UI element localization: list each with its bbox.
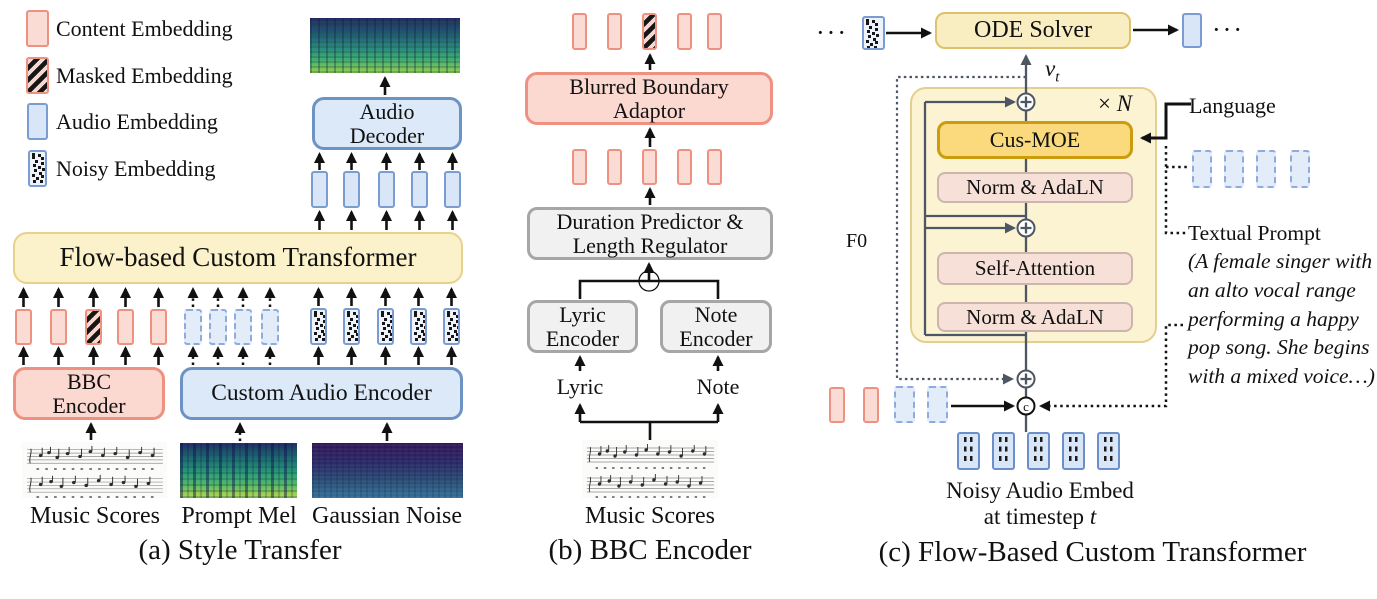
panel-c-caption: (c) Flow-Based Custom Transformer	[878, 536, 1307, 568]
content-embedding	[829, 387, 845, 423]
audio-decoder-box: Audio Decoder	[312, 97, 462, 150]
legend-label-audio: Audio Embedding	[56, 109, 218, 134]
sum-node	[1016, 369, 1036, 389]
blurred-boundary-adaptor-box: Blurred Boundary Adaptor	[525, 72, 773, 125]
prompt-embedding	[209, 309, 227, 345]
content-embedding	[50, 309, 67, 345]
content-embedding	[117, 309, 134, 345]
prompt-embedding	[184, 309, 202, 345]
legend-masked-embedding-swatch	[26, 57, 49, 94]
prompt-embedding	[234, 309, 252, 345]
noisy-embedding	[343, 308, 360, 345]
prompt-embedding	[1192, 150, 1212, 188]
audio-embedding	[1182, 13, 1202, 48]
norm-adaln-bottom-box: Norm & AdaLN	[937, 302, 1133, 332]
textual-prompt-body: (A female singer with an alto vocal rang…	[1188, 249, 1375, 389]
legend-label-masked: Masked Embedding	[56, 63, 233, 88]
lyric-label: Lyric	[556, 374, 604, 399]
gaussian-noise-image	[312, 443, 463, 498]
loop-count-label: × N	[1098, 91, 1133, 116]
legend-label-content: Content Embedding	[56, 16, 233, 41]
content-embedding	[572, 149, 587, 185]
noisy-embedding	[410, 308, 427, 345]
noisy-embedding	[862, 16, 885, 50]
noisy-audio-embedding	[1062, 432, 1085, 470]
self-attention-box: Self-Attention	[937, 252, 1133, 285]
content-embedding	[150, 309, 167, 345]
content-embedding	[642, 149, 657, 185]
content-embedding	[607, 149, 622, 185]
f0-label: F0	[846, 230, 868, 252]
prompt-mel-image	[180, 443, 297, 498]
cus-moe-box: Cus-MOE	[937, 121, 1133, 159]
music-score-image	[22, 442, 167, 498]
bbc-encoder-box: BBC Encoder	[13, 367, 165, 420]
noisy-audio-embedding	[992, 432, 1015, 470]
legend-label-noisy: Noisy Embedding	[56, 156, 216, 181]
note-label: Note	[696, 374, 740, 399]
prompt-embedding	[894, 386, 915, 423]
concat-node: c	[1016, 396, 1036, 416]
svg-text:c: c	[1023, 399, 1029, 414]
vt-label: vt	[1045, 56, 1060, 86]
prompt-embedding	[1224, 150, 1244, 188]
content-embedding	[677, 13, 692, 50]
noisy-audio-embed-label: Noisy Audio Embed	[946, 478, 1134, 503]
content-embedding	[677, 149, 692, 185]
legend-noisy-embedding-swatch	[28, 150, 47, 187]
noisy-embedding	[310, 308, 327, 345]
textual-prompt-title: Textual Prompt	[1188, 221, 1321, 245]
timestep-label: at timestep t	[983, 504, 1097, 529]
audio-embedding	[444, 171, 461, 208]
content-embedding	[863, 387, 879, 423]
noisy-audio-embedding	[957, 432, 980, 470]
masked-embedding	[85, 309, 102, 345]
output-spectrogram-image	[310, 18, 460, 73]
content-embedding	[607, 13, 622, 50]
audio-embedding	[343, 171, 360, 208]
norm-adaln-top-box: Norm & AdaLN	[937, 172, 1133, 203]
prompt-embedding	[1256, 150, 1276, 188]
noisy-embedding	[443, 308, 460, 345]
flow-transformer-box: Flow-based Custom Transformer	[13, 232, 463, 284]
sum-node	[638, 270, 660, 292]
prompt-mel-label: Prompt Mel	[181, 503, 297, 529]
ellipsis-left: ···	[816, 18, 848, 47]
noise-dots	[32, 153, 35, 156]
lyric-encoder-box: Lyric Encoder	[527, 300, 638, 353]
noisy-audio-embedding	[1027, 432, 1050, 470]
gaussian-noise-label: Gaussian Noise	[312, 503, 462, 529]
duration-predictor-box: Duration Predictor & Length Regulator	[527, 207, 773, 260]
panel-b-caption: (b) BBC Encoder	[548, 534, 752, 566]
noisy-embedding	[377, 308, 394, 345]
ellipsis-right: ···	[1212, 15, 1244, 44]
content-embedding	[572, 13, 587, 50]
content-embedding	[707, 13, 722, 50]
music-scores-label: Music Scores	[30, 503, 160, 529]
audio-embedding	[378, 171, 395, 208]
noisy-audio-embedding	[1097, 432, 1120, 470]
audio-embedding	[411, 171, 428, 208]
music-scores-label: Music Scores	[585, 503, 715, 529]
prompt-embedding	[927, 386, 948, 423]
language-label: Language	[1189, 93, 1276, 118]
music-score-image	[582, 440, 718, 498]
panel-a-caption: (a) Style Transfer	[138, 534, 342, 566]
prompt-embedding	[261, 309, 279, 345]
prompt-embedding	[1290, 150, 1310, 188]
content-embedding	[707, 149, 722, 185]
legend-content-embedding-swatch	[26, 10, 49, 47]
legend-audio-embedding-swatch	[27, 103, 48, 140]
masked-embedding	[642, 13, 657, 50]
custom-audio-encoder-box: Custom Audio Encoder	[180, 367, 463, 420]
audio-embedding	[311, 171, 328, 208]
ode-solver-box: ODE Solver	[935, 12, 1131, 49]
content-embedding	[15, 309, 32, 345]
note-encoder-box: Note Encoder	[660, 300, 772, 353]
